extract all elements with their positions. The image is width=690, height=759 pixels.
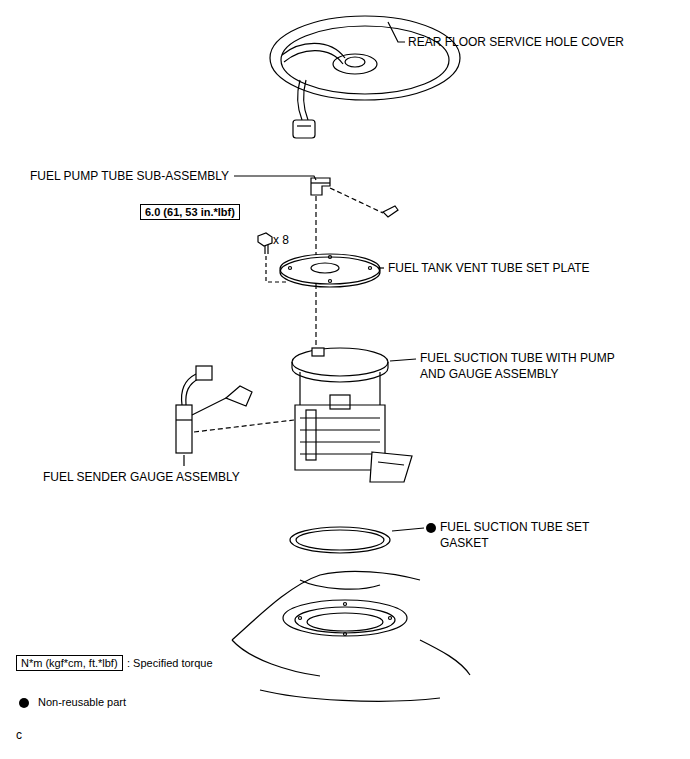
dashed-guide bbox=[330, 188, 383, 213]
dashed-guide bbox=[315, 196, 316, 262]
pump-tube-fitting bbox=[311, 178, 398, 217]
part-name: FUEL PUMP TUBE SUB-ASSEMBLY bbox=[30, 168, 229, 184]
sender-gauge bbox=[176, 366, 252, 453]
part-name: FUEL SENDER GAUGE ASSEMBLY bbox=[43, 469, 240, 485]
leader-line bbox=[183, 455, 184, 466]
fuel-tank bbox=[232, 571, 470, 701]
bolt bbox=[258, 233, 272, 254]
quantity-label: x 8 bbox=[273, 232, 289, 248]
node-text: 6.0 (61, 53 in.*lbf) bbox=[145, 206, 235, 218]
pump-gauge-assembly bbox=[292, 348, 412, 482]
leader-line bbox=[388, 22, 405, 42]
non-reusable-mark bbox=[426, 523, 436, 533]
leader-line bbox=[378, 267, 384, 268]
dashed-guide bbox=[194, 420, 294, 432]
torque-box: 6.0 (61, 53 in.*lbf) bbox=[140, 204, 240, 220]
part-name: FUEL SUCTION TUBE WITH PUMP AND GAUGE AS… bbox=[420, 350, 635, 382]
legend-text: Non-reusable part bbox=[38, 695, 126, 710]
service-hole-cover bbox=[270, 16, 460, 138]
part-name: FUEL TANK VENT TUBE SET PLATE bbox=[388, 260, 590, 276]
leader-line bbox=[392, 528, 424, 531]
unit-box: N*m (kgf*cm, ft.*lbf) bbox=[16, 655, 123, 671]
leader-line bbox=[390, 359, 416, 361]
node-text: N*m (kgf*cm, ft.*lbf) bbox=[21, 657, 118, 669]
part-name: REAR FLOOR SERVICE HOLE COVER bbox=[408, 34, 624, 50]
leader-line bbox=[234, 176, 316, 180]
legend-sample-dot bbox=[19, 698, 29, 708]
figure-mark: c bbox=[16, 727, 22, 743]
legend-text: : Specified torque bbox=[127, 656, 213, 671]
gasket bbox=[290, 527, 390, 553]
vent-tube-set-plate bbox=[280, 254, 380, 287]
part-name: FUEL SUCTION TUBE SET GASKET bbox=[440, 519, 590, 551]
